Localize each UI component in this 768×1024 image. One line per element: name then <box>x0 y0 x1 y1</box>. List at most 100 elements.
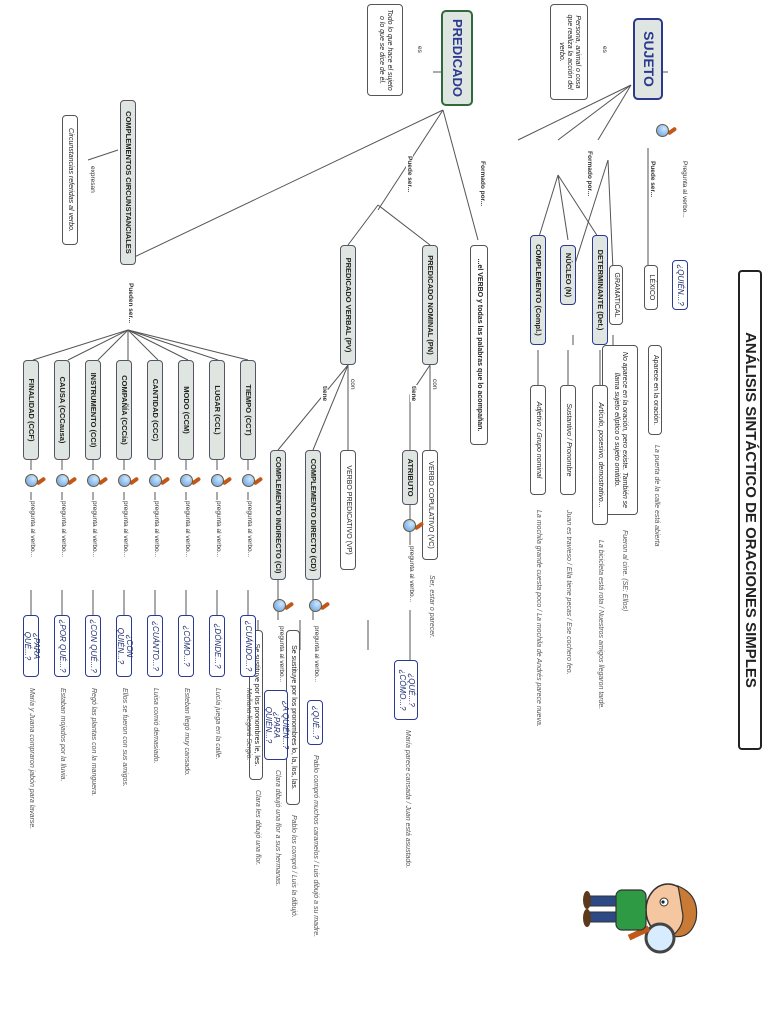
cd-example: Pablo compró muchos caramelos / Luis dib… <box>312 755 319 938</box>
cc-item: INSTRUMENTO (CCI) <box>85 360 101 460</box>
sujeto-pregunta-label: Pregunta al verbo... <box>680 160 688 219</box>
sujeto-lexico-desc: Aparece en la oración. <box>648 345 662 435</box>
boy-with-magnifier-illustration <box>583 883 698 954</box>
sujeto-nucleo-example: Juan es travieso / Ella tiene pecas / Es… <box>565 510 572 675</box>
sujeto-compl-desc: Adjetivo / Grupo nominal <box>530 385 546 495</box>
complementos-circunstanciales: COMPLEMENTOS CIRCUNSTANCIALES <box>120 100 136 265</box>
magnifier-icon <box>239 470 264 490</box>
sujeto-nucleo: NÚCLEO (N) <box>560 245 576 305</box>
cc-example: Esteban llegó muy cansado. <box>183 688 190 776</box>
cc-example: Luisa comió demasiado. <box>152 688 159 764</box>
sujeto-determinante: DETERMINANTE (Det.) <box>592 235 608 345</box>
verbo-predicativo: VERBO PREDICATIVO (VP) <box>340 450 356 570</box>
complemento-directo: COMPLEMENTO DIRECTO (CD) <box>305 450 321 580</box>
complemento-indirecto: COMPLEMENTO INDIRECTO (CI) <box>270 450 286 580</box>
cd-pregunta-label: pregunta al verbo... <box>312 625 320 684</box>
atributo-pregunta-label: pregunta al verbo... <box>407 545 415 604</box>
sujeto-puede-ser-label: Puede ser... <box>648 160 656 199</box>
cc-pregunta-label: pregunta al verbo... <box>59 500 67 559</box>
magnifier-icon <box>306 595 331 615</box>
cc-pregunta-label: pregunta al verbo... <box>152 500 160 559</box>
sujeto-lexico: LÉXICO <box>644 265 658 310</box>
cc-item: MODO (CCM) <box>178 360 194 460</box>
cc-example: Estaban mojados por la lluvia. <box>59 688 66 782</box>
cc-example: Regó las plantas con la manguera. <box>90 688 97 797</box>
sujeto-det-desc: Artículo, posesivo, demostrativo... <box>592 385 608 525</box>
sujeto-compl-example: La mochila grande cuesta poco / La mochi… <box>535 510 542 727</box>
pn-con-label: con <box>430 378 438 391</box>
sujeto-gramatical-example: Fueron al cine. (SE: Ellos) <box>621 530 628 612</box>
cc-item: TIEMPO (CCT) <box>240 360 256 460</box>
cc-pregunta: ¿PARA QUÉ...? <box>23 615 41 677</box>
cc-pregunta: ¿CUÁNDO...? <box>240 615 256 677</box>
atributo: ATRIBUTO <box>402 450 418 505</box>
predicado-nominal: PREDICADO NOMINAL (PN) <box>422 245 438 365</box>
cc-item: CANTIDAD (CCC) <box>147 360 163 460</box>
cc-pregunta: ¿POR QUÉ...? <box>54 615 70 677</box>
cc-pregunta-label: pregunta al verbo... <box>183 500 191 559</box>
sujeto-gramatical: GRAMATICAL <box>609 265 623 325</box>
sujeto-node[interactable]: SUJETO <box>633 18 663 100</box>
ci-pregunta: ¿A QUIÉN...? ¿PARA QUIÉN...? <box>264 690 290 760</box>
magnifier-icon <box>53 470 78 490</box>
cc-pregunta-label: pregunta al verbo... <box>121 500 129 559</box>
cc-item: FINALIDAD (CCF) <box>23 360 39 460</box>
cc-item: COMPAÑÍA (CCCía) <box>116 360 132 460</box>
cc-pregunta-label: pregunta al verbo... <box>90 500 98 559</box>
cc-example: Mañana llegará Sergio. <box>245 688 252 761</box>
magnifier-icon <box>146 470 171 490</box>
sujeto-det-example: La bicicleta está rota / Nuestros amigos… <box>597 540 604 710</box>
cc-item: CAUSA (CCCausa) <box>54 360 70 460</box>
predicado-puede-ser-label: Puede ser... <box>405 155 413 194</box>
sujeto-es-label: es <box>600 45 608 54</box>
atributo-pregunta: ¿QUÉ...? ¿CÓMO...? <box>394 660 418 720</box>
magnifier-icon <box>115 470 140 490</box>
ci-example: Clara dibujó una flor a sus hermanas. <box>274 770 281 887</box>
predicado-formado-label: Formado por... <box>478 160 486 208</box>
cc-pregunta: ¿CON QUÉ...? <box>85 615 101 677</box>
magnifier-icon <box>653 120 678 140</box>
magnifier-icon <box>177 470 202 490</box>
sujeto-definition: Persona, animal o cosa que realiza la ac… <box>550 4 588 100</box>
magnifier-icon <box>22 470 47 490</box>
magnifier-icon <box>400 515 425 535</box>
predicado-es-label: es <box>415 45 423 54</box>
cc-example: María y Juana compraron jabón para lavar… <box>28 688 35 830</box>
page-title: ANÁLISIS SINTÁCTICO DE ORACIONES SIMPLES <box>738 270 762 750</box>
magnifier-icon <box>84 470 109 490</box>
ci-example-2: Clara les dibujó una flor. <box>254 790 261 866</box>
sujeto-complemento: COMPLEMENTO (Compl.) <box>530 235 546 345</box>
cc-expresan-desc: Circunstancias referidas al verbo. <box>62 115 78 245</box>
pn-tiene-label: tiene <box>409 385 417 403</box>
cc-pueden-ser-label: Pueden ser... <box>126 282 134 325</box>
cc-pregunta: ¿CUÁNTO...? <box>147 615 163 677</box>
cc-pregunta: ¿CON QUIÉN...? <box>116 615 134 677</box>
sujeto-formado-label: Formado por... <box>585 150 593 198</box>
cc-pregunta: ¿CÓMO...? <box>178 615 194 677</box>
cc-item: LUGAR (CCL) <box>209 360 225 460</box>
predicado-definition: Todo lo que hace el sujeto o lo que se d… <box>367 4 403 96</box>
predicado-node[interactable]: PREDICADO <box>441 10 473 106</box>
ci-pregunta-label: pregunta al verbo... <box>277 625 285 684</box>
cc-pregunta-label: pregunta al verbo... <box>245 500 253 559</box>
predicado-verbal: PREDICADO VERBAL (PV) <box>340 245 356 365</box>
sujeto-lexico-example: La puerta de la calle está abierta <box>653 445 660 547</box>
cc-example: Lucía juega en la calle. <box>214 688 221 760</box>
cc-expresan-label: expresan <box>88 165 96 194</box>
vc-example: Ser, estar o parecer. <box>428 575 435 639</box>
sujeto-pregunta-quien: ¿QUIÉN...? <box>672 260 688 310</box>
pv-tiene-label: tiene <box>320 385 328 403</box>
cc-example: Ellos se fueron con sus amigos. <box>121 688 128 787</box>
cc-pregunta-label: pregunta al verbo... <box>214 500 222 559</box>
verbo-copulativo: VERBO COPULATIVO (VC) <box>422 450 438 560</box>
atributo-example: María parece cansada / Juan está asustad… <box>404 730 411 869</box>
sujeto-nucleo-desc: Sustantivo / Pronombre <box>560 385 576 495</box>
magnifier-icon <box>208 470 233 490</box>
cc-pregunta: ¿DÓNDE...? <box>209 615 225 677</box>
predicado-formado-desc: ...el VERBO y todas las palabras que lo … <box>470 245 488 445</box>
cd-example-2: Pablo los compró / Luis la dibujó. <box>290 815 297 918</box>
magnifier-icon <box>270 595 295 615</box>
cd-pregunta: ¿QUÉ...? <box>307 700 323 745</box>
cc-pregunta-label: pregunta al verbo... <box>28 500 36 559</box>
